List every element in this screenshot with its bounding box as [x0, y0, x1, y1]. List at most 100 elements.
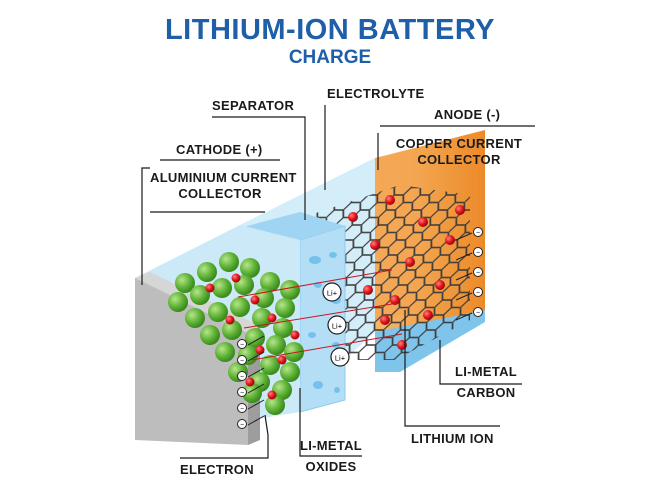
cathode-particle	[284, 342, 304, 362]
electron-arrow	[455, 292, 473, 301]
cathode-particle	[280, 280, 300, 300]
electron: −	[237, 335, 265, 349]
electron: −	[455, 307, 483, 321]
electron-circle	[237, 387, 247, 397]
cathode-particle	[212, 278, 232, 298]
cathode-particle	[175, 273, 195, 293]
lithium-ion	[385, 195, 395, 205]
label-li-metal-carbon-line1: LI-METAL	[454, 364, 518, 379]
lithium-ion	[435, 280, 445, 290]
electron-symbol: −	[240, 342, 244, 349]
lithium-ion	[370, 240, 380, 250]
label-electron: ELECTRON	[180, 462, 254, 477]
li-ion-badge: Li+	[327, 315, 347, 335]
lithium-ion	[405, 257, 415, 267]
label-aluminium-line2: COLLECTOR	[178, 186, 262, 201]
lithium-ion	[418, 217, 428, 227]
electron: −	[237, 351, 265, 365]
lithium-ion	[231, 273, 241, 283]
electron-symbol: −	[476, 230, 480, 237]
electron-arrow	[247, 415, 265, 426]
lithium-ion	[348, 212, 358, 222]
electron-symbol: −	[240, 422, 244, 429]
electron: −	[237, 399, 265, 413]
electron: −	[237, 367, 265, 381]
electron-circle	[473, 287, 483, 297]
electron: −	[455, 287, 483, 301]
electron-arrow	[455, 252, 473, 261]
electron-symbol: −	[240, 374, 244, 381]
lithium-ion	[205, 283, 215, 293]
lithium-ion	[255, 345, 265, 355]
label-li-metal-oxides-line1: LI-METAL	[299, 438, 363, 453]
leader-lithium-ion	[404, 310, 500, 427]
electron-circle	[237, 419, 247, 429]
li-ion-badge-text: Li+	[335, 354, 346, 363]
leader-electron	[180, 435, 269, 459]
label-li-metal-carbon: LI-METAL CARBON	[446, 364, 526, 401]
label-li-metal-carbon-line2: CARBON	[456, 385, 516, 400]
electron-circle	[473, 227, 483, 237]
cathode-particle	[252, 308, 272, 328]
cathode-particle	[185, 308, 205, 328]
electron-circle	[237, 355, 247, 365]
cathode-particle	[272, 380, 292, 400]
cathode-particle	[222, 320, 242, 340]
label-cathode: CATHODE (+)	[176, 142, 263, 157]
li-ion-badge-text: Li+	[332, 322, 343, 331]
electron-symbol: −	[476, 290, 480, 297]
electron: −	[455, 267, 483, 281]
lithium-ion	[267, 390, 277, 400]
electron-symbol: −	[476, 310, 480, 317]
lithium-ion	[290, 330, 300, 340]
label-copper-collector: COPPER CURRENT COLLECTOR	[384, 136, 534, 168]
cathode-particle	[265, 395, 285, 415]
electron-circle	[473, 247, 483, 257]
cathode-particle	[190, 285, 210, 305]
label-aluminium-line1: ALUMINIUM CURRENT	[150, 170, 297, 185]
lithium-ion	[390, 295, 400, 305]
electrons-anode: − − − − −	[455, 227, 483, 321]
cathode-particle	[230, 297, 250, 317]
cathode-particle	[280, 362, 300, 382]
li-ion-migration: Li+ Li+ Li+	[237, 269, 403, 367]
cathode-particle	[215, 342, 235, 362]
electron-arrow	[247, 383, 265, 394]
lithium-ion	[225, 315, 235, 325]
label-copper-line1: COPPER CURRENT	[395, 136, 523, 151]
leader-electron-link	[264, 414, 269, 436]
electron-symbol: −	[240, 390, 244, 397]
li-ion-badge-text: Li+	[327, 289, 338, 298]
cathode-particle	[197, 262, 217, 282]
diagram-subtitle: CHARGE	[288, 47, 372, 68]
label-li-metal-oxides-line2: OXIDES	[305, 459, 357, 474]
electron-arrow	[247, 367, 265, 378]
cathode-particle	[245, 328, 265, 348]
cathode-particle	[260, 272, 280, 292]
leader-cathode-down	[141, 167, 150, 285]
electron-arrow	[455, 232, 473, 241]
label-li-metal-oxides: LI-METAL OXIDES	[298, 438, 364, 475]
cathode-particle	[240, 258, 260, 278]
electron-arrow	[455, 272, 473, 281]
label-electrolyte: ELECTROLYTE	[327, 86, 425, 101]
leader-separator	[212, 116, 306, 220]
electron-circle	[237, 403, 247, 413]
leader-lines	[141, 105, 535, 459]
cathode-particle	[273, 318, 293, 338]
cathode-particle	[266, 335, 286, 355]
electron-circle	[237, 339, 247, 349]
lithium-ion	[250, 295, 260, 305]
lithium-ion	[363, 285, 373, 295]
electron-arrow	[247, 335, 265, 346]
electron-circle	[237, 371, 247, 381]
lithium-ion	[380, 315, 390, 325]
electron: −	[237, 415, 265, 429]
electron-circle	[473, 267, 483, 277]
electron-symbol: −	[240, 406, 244, 413]
electron-symbol: −	[476, 250, 480, 257]
electron-arrow	[247, 399, 265, 410]
cathode-particle	[168, 292, 188, 312]
lithium-ion	[267, 313, 277, 323]
